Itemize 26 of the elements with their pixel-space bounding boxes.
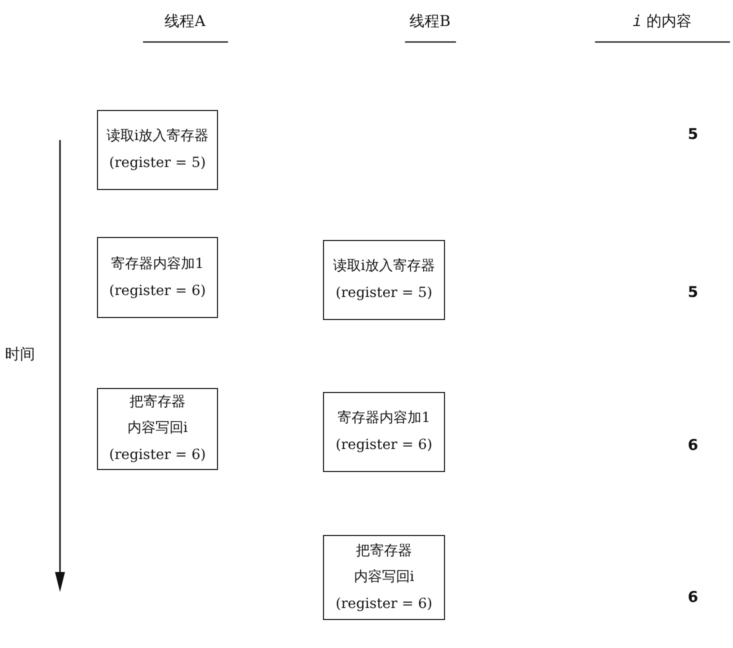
step-box bbox=[97, 237, 218, 318]
step-box bbox=[97, 110, 218, 190]
column-heading: 线程B bbox=[409, 12, 451, 31]
step-box bbox=[323, 535, 445, 620]
step-box bbox=[323, 392, 445, 472]
step-text: 把寄存器内容写回i bbox=[126, 393, 188, 438]
step-text: 寄存器内容加1 bbox=[338, 409, 430, 428]
register-value: (register = 6) bbox=[336, 436, 432, 455]
value-label: 6 bbox=[688, 588, 698, 606]
register-value: (register = 6) bbox=[109, 446, 206, 465]
step-text: 把寄存器内容写回i bbox=[353, 542, 415, 586]
step-box bbox=[97, 388, 218, 470]
register-value: (register = 5) bbox=[336, 284, 432, 303]
value-label: 5 bbox=[688, 125, 698, 143]
register-value: (register = 5) bbox=[109, 154, 206, 173]
value-label: 5 bbox=[688, 283, 698, 301]
column-heading: i 的内容 bbox=[632, 12, 692, 31]
column-heading: 线程A bbox=[164, 12, 206, 31]
step-box bbox=[323, 240, 445, 320]
value-label: 6 bbox=[688, 436, 698, 454]
step-text: 读取i放入寄存器 bbox=[106, 127, 209, 146]
step-text: 寄存器内容加1 bbox=[111, 254, 204, 274]
axis-label: 时间 bbox=[5, 345, 35, 364]
step-text: 读取i放入寄存器 bbox=[332, 257, 436, 276]
register-value: (register = 6) bbox=[336, 594, 432, 614]
register-value: (register = 6) bbox=[109, 282, 206, 300]
